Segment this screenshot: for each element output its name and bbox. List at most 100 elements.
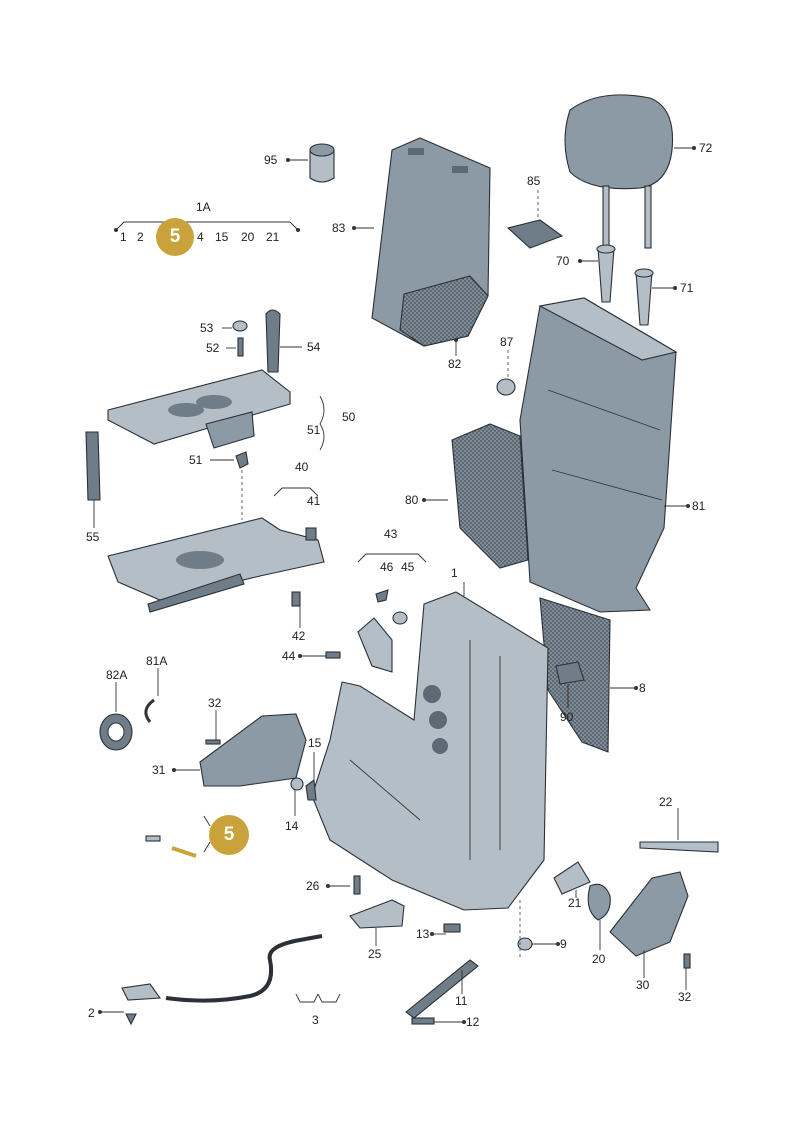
group-1A-item: 4 <box>197 230 204 244</box>
label-72: 72 <box>699 141 713 155</box>
group-1A-item: 21 <box>266 230 280 244</box>
label-25: 25 <box>368 947 382 961</box>
bracket-part-25 <box>349 899 405 929</box>
screw-part-32a <box>205 739 221 745</box>
bolt-part-42 <box>291 591 301 607</box>
label-95: 95 <box>264 153 278 167</box>
bracket-end <box>121 983 162 1001</box>
label-81A: 81A <box>146 654 168 668</box>
part-41 <box>305 527 317 541</box>
nut-part-45 <box>392 611 408 625</box>
label-50: 50 <box>342 410 356 424</box>
label-14: 14 <box>285 819 299 833</box>
label-41: 41 <box>307 494 321 508</box>
release-bezel-part <box>506 219 564 249</box>
cover-part-20 <box>587 883 611 921</box>
label-71: 71 <box>680 281 694 295</box>
badge-5-top[interactable]: 5 <box>156 218 194 256</box>
screw-part-32b <box>683 953 691 969</box>
clip-part-51 <box>235 451 249 469</box>
clip-part-2 <box>125 1013 137 1026</box>
part-15 <box>305 778 317 801</box>
tray-part <box>107 369 291 449</box>
spring-part-46 <box>375 589 389 603</box>
label-13: 13 <box>416 927 430 941</box>
strap-part-54 <box>265 309 281 373</box>
label-82: 82 <box>448 357 462 371</box>
group-1A-item: 15 <box>215 230 229 244</box>
leader-lines <box>93 147 694 1023</box>
cable-part-3 <box>165 934 323 1003</box>
bolt-part-52 <box>237 337 244 357</box>
label-53: 53 <box>200 321 214 335</box>
cap-part-21 <box>553 861 591 895</box>
label-85: 85 <box>527 174 541 188</box>
label-2: 2 <box>88 1006 95 1020</box>
cover-part-30 <box>609 871 689 957</box>
label-22: 22 <box>659 795 673 809</box>
label-87: 87 <box>500 335 514 349</box>
seat-frame-part <box>311 591 549 911</box>
badge-5-bottom[interactable]: 5 <box>209 815 249 855</box>
cap-part-95 <box>309 143 335 183</box>
label-80: 80 <box>405 493 419 507</box>
bolt-part-12 <box>411 1017 435 1025</box>
group-1A-item: 1 <box>120 230 127 244</box>
label-54: 54 <box>307 340 321 354</box>
label-31: 31 <box>152 763 166 777</box>
headrest-guides <box>596 244 654 326</box>
label-46: 46 <box>380 560 394 574</box>
nut-part-53 <box>232 320 248 332</box>
label-26: 26 <box>306 879 320 893</box>
label-90: 90 <box>560 710 574 724</box>
label-20: 20 <box>592 952 606 966</box>
strap-part-55 <box>85 431 101 501</box>
label-32-left: 32 <box>208 696 222 710</box>
group-1A-item: 20 <box>241 230 255 244</box>
headrest-part <box>564 94 674 249</box>
leader-dots <box>98 146 696 1024</box>
label-52: 52 <box>206 341 220 355</box>
strip-part-22 <box>639 841 719 853</box>
label-82A: 82A <box>106 668 128 682</box>
pin-part <box>145 835 161 842</box>
label-45: 45 <box>401 560 415 574</box>
group-1A-item: 2 <box>137 230 144 244</box>
label-83: 83 <box>332 221 346 235</box>
label-43: 43 <box>384 527 398 541</box>
label-9: 9 <box>560 937 567 951</box>
spring-part-5 <box>171 846 197 858</box>
label-42: 42 <box>292 629 306 643</box>
label-51-top: 51 <box>307 423 321 437</box>
label-81: 81 <box>692 499 706 513</box>
label-15: 15 <box>308 736 322 750</box>
base-plate-part <box>107 517 325 613</box>
label-55: 55 <box>86 530 100 544</box>
label-32-right: 32 <box>678 990 692 1004</box>
label-3: 3 <box>312 1013 319 1027</box>
mechanism-part-43 <box>357 617 393 673</box>
part-14 <box>290 777 304 791</box>
cover-part-31 <box>199 713 307 787</box>
label-1: 1 <box>451 566 458 580</box>
label-1A: 1A <box>196 200 211 214</box>
bolt-part-26 <box>353 875 361 895</box>
label-12: 12 <box>466 1015 480 1029</box>
ring-part-81A <box>144 698 155 723</box>
washer-part-87 <box>496 378 516 396</box>
gas-strut-part-11 <box>405 959 479 1019</box>
bolt-part-44 <box>325 651 341 659</box>
label-44: 44 <box>282 649 296 663</box>
latch-part-90 <box>555 661 585 685</box>
label-51: 51 <box>189 453 203 467</box>
bolt-part-13 <box>443 923 461 933</box>
label-8: 8 <box>639 681 646 695</box>
tape-roll-part-82A <box>99 713 133 751</box>
backrest-part <box>451 297 678 613</box>
label-40: 40 <box>295 460 309 474</box>
label-70: 70 <box>556 254 570 268</box>
label-21: 21 <box>568 896 582 910</box>
armrest-cover-part <box>371 137 491 347</box>
label-30: 30 <box>636 978 650 992</box>
